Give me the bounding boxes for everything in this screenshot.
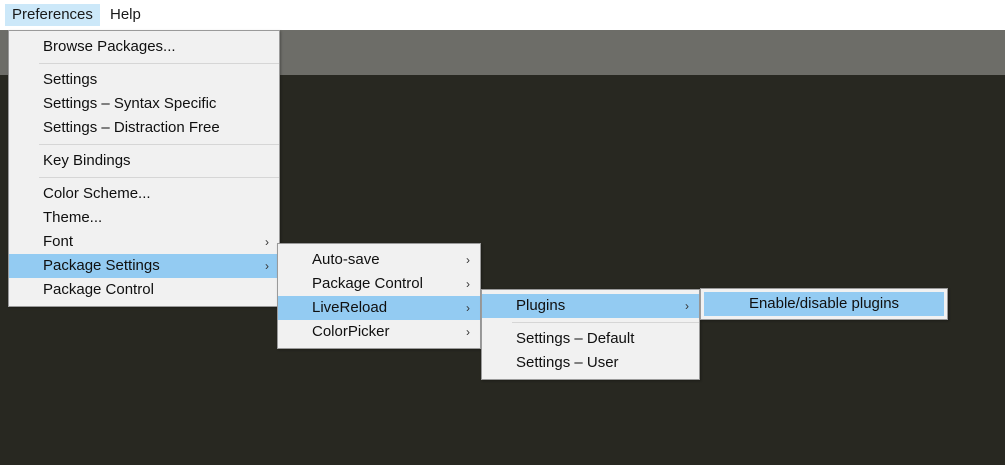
menu-item-label: Plugins (516, 297, 566, 314)
menu-item-package-control[interactable]: Package Control (9, 278, 279, 302)
chevron-right-icon: › (466, 301, 470, 315)
menu-item-label: Auto-save (312, 251, 380, 268)
menu-preferences: Browse Packages... Settings Settings – S… (8, 30, 280, 307)
chevron-right-icon: › (265, 259, 269, 273)
menu-item-label: Settings – Distraction Free (43, 119, 220, 136)
menu-item-settings-syntax-specific[interactable]: Settings – Syntax Specific (9, 92, 279, 116)
menu-item-label: Settings – Syntax Specific (43, 95, 217, 112)
menu-item-package-settings[interactable]: Package Settings › (9, 254, 279, 278)
menubar-item-preferences[interactable]: Preferences (5, 4, 100, 26)
menu-livereload: Plugins › Settings – Default Settings – … (481, 289, 700, 380)
menu-item-package-control[interactable]: Package Control › (278, 272, 480, 296)
menu-item-label: Settings – User (516, 354, 619, 371)
menu-item-label: Key Bindings (43, 152, 131, 169)
menu-item-livereload[interactable]: LiveReload › (278, 296, 480, 320)
menu-item-label: Enable/disable plugins (748, 295, 900, 312)
menu-item-label: Package Settings (43, 257, 160, 274)
menu-package-settings: Auto-save › Package Control › LiveReload… (277, 243, 481, 349)
menu-item-label: Browse Packages... (43, 38, 176, 55)
menu-item-label: LiveReload (312, 299, 388, 316)
menu-item-key-bindings[interactable]: Key Bindings (9, 149, 279, 173)
menu-separator (39, 144, 279, 145)
menu-item-enable-disable-plugins[interactable]: Enable/disable plugins (704, 292, 944, 316)
chevron-right-icon: › (466, 277, 470, 291)
menu-item-plugins[interactable]: Plugins › (482, 294, 699, 318)
chevron-right-icon: › (265, 235, 269, 249)
menubar-item-help[interactable]: Help (110, 6, 141, 23)
chevron-right-icon: › (466, 325, 470, 339)
menu-separator (39, 63, 279, 64)
menu-item-browse-packages[interactable]: Browse Packages... (9, 35, 279, 59)
menu-item-settings-default[interactable]: Settings – Default (482, 327, 699, 351)
menu-separator (39, 177, 279, 178)
menu-item-label: Color Scheme... (43, 185, 151, 202)
menu-item-settings-user[interactable]: Settings – User (482, 351, 699, 375)
menu-item-label: Package Control (43, 281, 154, 298)
menu-item-label: Font (43, 233, 74, 250)
menu-item-label: Theme... (43, 209, 103, 226)
menu-item-color-scheme[interactable]: Color Scheme... (9, 182, 279, 206)
menu-bar: Preferences Help (0, 0, 1005, 30)
menu-separator (512, 322, 699, 323)
menu-item-label: Settings – Default (516, 330, 635, 347)
menu-item-font[interactable]: Font › (9, 230, 279, 254)
menu-plugins: Enable/disable plugins (700, 288, 948, 320)
menu-item-theme[interactable]: Theme... (9, 206, 279, 230)
menu-item-label: ColorPicker (312, 323, 390, 340)
menu-item-label: Settings (43, 71, 98, 88)
menu-item-label: Package Control (312, 275, 423, 292)
menu-item-settings-distraction-free[interactable]: Settings – Distraction Free (9, 116, 279, 140)
menu-item-settings[interactable]: Settings (9, 68, 279, 92)
menu-item-auto-save[interactable]: Auto-save › (278, 248, 480, 272)
menu-item-colorpicker[interactable]: ColorPicker › (278, 320, 480, 344)
chevron-right-icon: › (466, 253, 470, 267)
chevron-right-icon: › (685, 299, 689, 313)
